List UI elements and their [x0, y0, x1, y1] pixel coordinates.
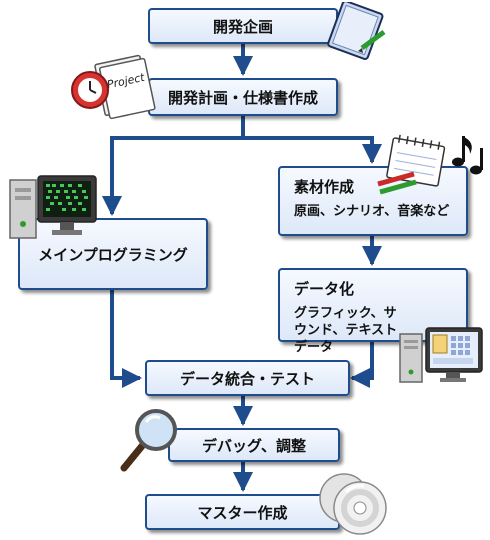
arrow-data-to-integration: [350, 342, 374, 388]
step-data-title: データ化: [294, 280, 355, 298]
step-debug: デバッグ、調整: [168, 428, 340, 462]
step-data-sub: グラフィック、サウンド、テキストデータ: [294, 306, 398, 355]
project-calendar-icon: Project: [71, 54, 156, 120]
step-assets-title: 素材作成: [294, 178, 355, 196]
step-assets-sub: 原画、シナリオ、音楽など: [294, 204, 450, 219]
computer-code-icon: [9, 175, 97, 239]
computer-graphics-icon: [399, 327, 483, 383]
arrow-spec-to-assets: [243, 136, 382, 164]
arrow-spec-to-main-programming: [102, 116, 245, 216]
step-planning: 開発企画: [148, 8, 338, 44]
notebook-music-icon: [377, 134, 483, 195]
step-main-programming: メインプログラミング: [18, 218, 208, 290]
arrow-main-to-integration: [110, 290, 142, 388]
step-master: マスター作成: [145, 494, 340, 530]
step-integration-label: データ統合・テスト: [179, 369, 315, 388]
step-spec: 開発計画・仕様書作成: [148, 78, 338, 116]
notebook-pencil-icon: [327, 2, 386, 60]
step-integration: データ統合・テスト: [145, 360, 350, 396]
step-planning-label: 開発企画: [212, 17, 273, 36]
step-main-programming-label: メインプログラミング: [38, 245, 188, 264]
disc-icon: [319, 473, 387, 535]
magnifier-icon: [120, 409, 177, 472]
step-debug-label: デバッグ、調整: [202, 436, 306, 455]
step-master-label: マスター作成: [197, 503, 288, 522]
step-spec-label: 開発計画・仕様書作成: [167, 88, 318, 107]
